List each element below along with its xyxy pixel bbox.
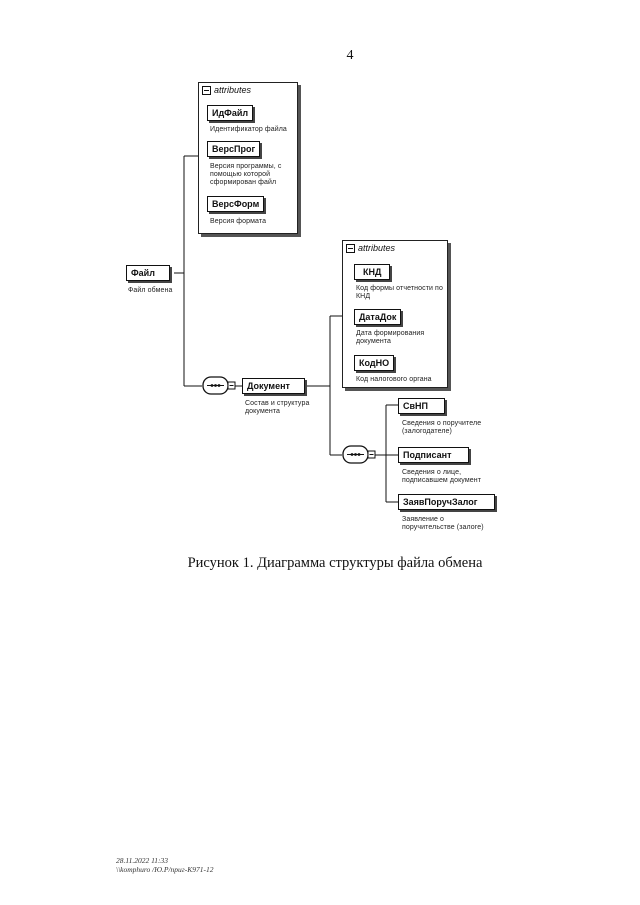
- attr-id-file-desc: Идентификатор файла: [210, 126, 287, 133]
- attributes-label: attributes: [358, 243, 396, 253]
- document-node[interactable]: Документ: [242, 378, 305, 394]
- attributes-label: attributes: [214, 85, 252, 95]
- attr-id-file[interactable]: ИдФайл: [207, 105, 254, 121]
- attr-prog-version[interactable]: ВерсПрог: [207, 141, 261, 157]
- attr-doc-date-desc: Дата формирования документа: [356, 330, 425, 345]
- attr-knd[interactable]: КНД: [354, 264, 391, 280]
- child-zayav-poruch-zalog[interactable]: ЗаявПоручЗалог: [398, 494, 495, 510]
- collapse-icon[interactable]: [346, 243, 355, 253]
- footer-timestamp: 28.11.2022 11:33: [116, 856, 169, 865]
- attr-prog-version-desc: Версия программы, с помощью которой сфор…: [210, 163, 282, 186]
- child-podpisant-desc: Сведения о лице, подписавшем документ: [402, 469, 482, 484]
- page-number: 4: [346, 48, 354, 63]
- collapse-icon[interactable]: [202, 85, 211, 95]
- attr-tax-authority-code[interactable]: КодНО: [354, 355, 395, 371]
- child-zayav-poruch-zalog-desc: Заявление о поручительстве (залоге): [402, 516, 484, 531]
- attr-tax-authority-code-desc: Код налогового органа: [356, 376, 432, 383]
- attributes-header: attributes: [346, 243, 395, 253]
- child-svnp-desc: Сведения о поручителе (залогодателе): [402, 420, 482, 435]
- attributes-header: attributes: [202, 85, 251, 95]
- attr-format-version[interactable]: ВерсФорм: [207, 196, 265, 212]
- sequence-compositor-icon: [342, 445, 376, 464]
- sequence-compositor-icon: [202, 376, 236, 395]
- attr-knd-desc: Код формы отчетности по КНД: [356, 285, 443, 300]
- root-file-desc: Файл обмена: [128, 287, 173, 294]
- footer-path: \\komphuro /Ю.Р/приг-К971-12: [116, 865, 214, 874]
- child-svnp[interactable]: СвНП: [398, 398, 446, 414]
- attr-doc-date[interactable]: ДатаДок: [354, 309, 402, 325]
- child-podpisant[interactable]: Подписант: [398, 447, 469, 463]
- attr-format-version-desc: Версия формата: [210, 218, 267, 225]
- figure-caption: Рисунок 1. Диаграмма структуры файла обм…: [187, 555, 483, 571]
- document-desc: Состав и структура документа: [245, 400, 310, 415]
- root-file-node[interactable]: Файл: [126, 265, 170, 281]
